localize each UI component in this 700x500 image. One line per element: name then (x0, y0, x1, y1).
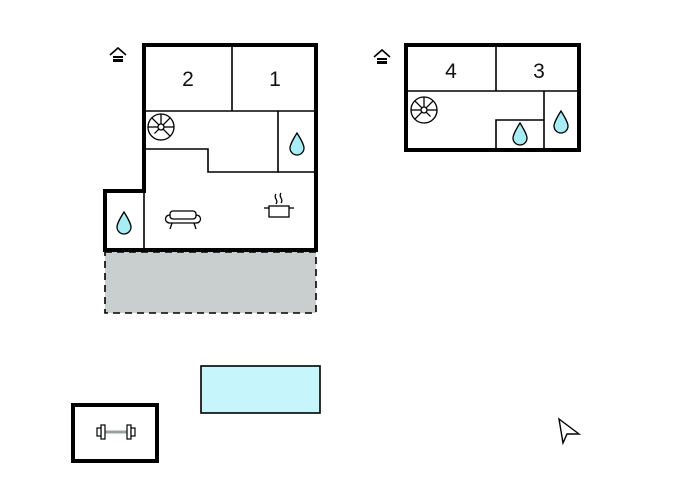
water-drop-icon (553, 109, 569, 134)
spiral-staircase-icon (147, 113, 175, 141)
water-drop-icon (116, 210, 132, 235)
room-label-1: 1 (269, 68, 281, 91)
gym-room (71, 403, 159, 463)
terrace (104, 251, 317, 314)
water-drop-icon (289, 131, 305, 156)
house-entrance-icon (373, 48, 391, 64)
spiral-staircase-icon (410, 96, 438, 124)
swimming-pool (200, 365, 321, 414)
water-drop-icon (512, 121, 528, 146)
second-building (404, 43, 581, 152)
room-label-3: 3 (533, 60, 545, 83)
north-arrow-icon (558, 417, 582, 446)
room-label-4: 4 (445, 60, 457, 83)
room-label-2: 2 (182, 68, 194, 91)
main-building (103, 43, 318, 252)
cooking-pot-icon (264, 192, 294, 218)
sofa-icon (164, 210, 202, 230)
house-entrance-icon (109, 46, 127, 62)
dumbbell-icon (96, 424, 136, 440)
